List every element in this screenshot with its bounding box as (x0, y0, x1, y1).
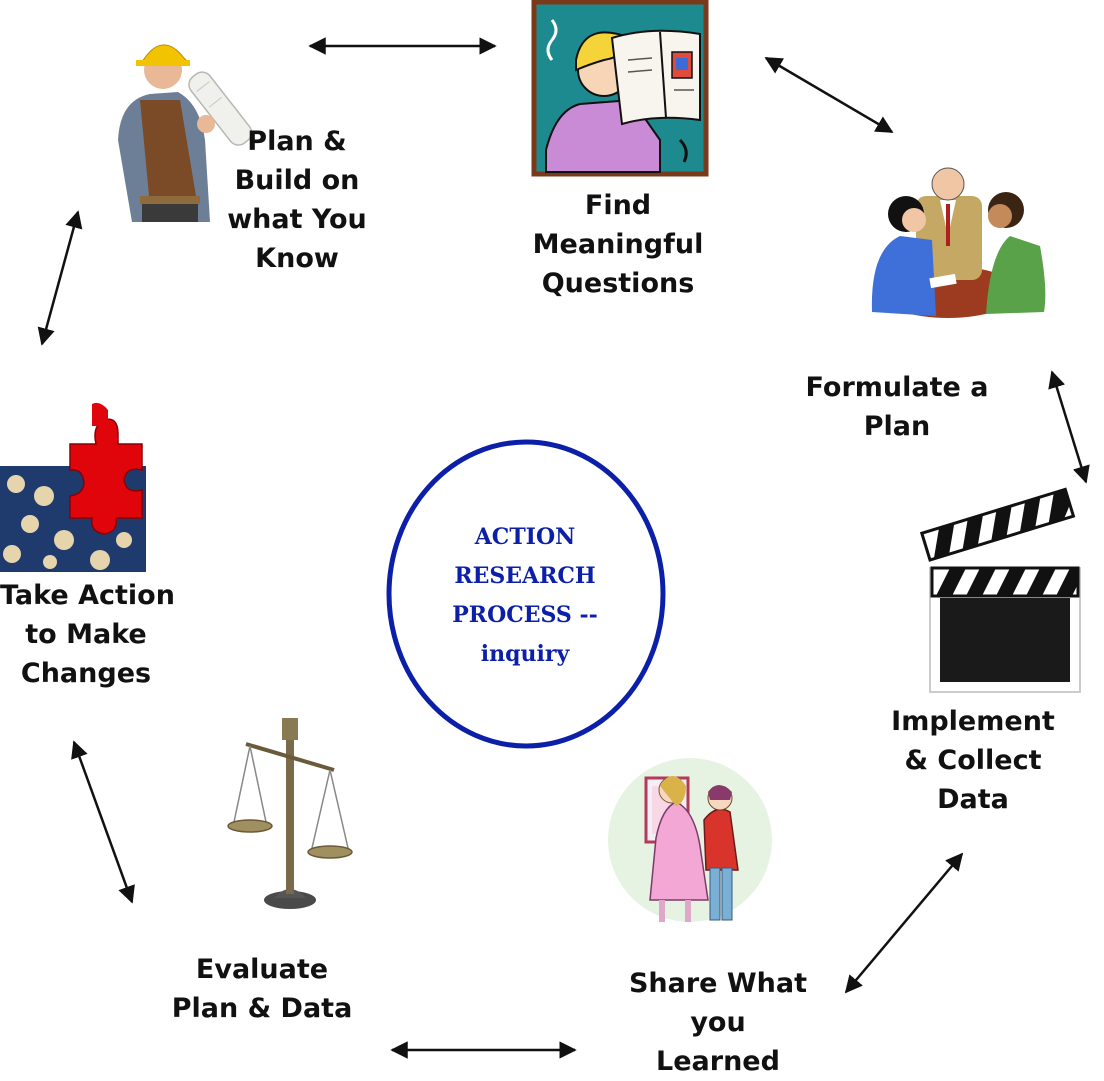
step-label-plan-build: Plan & Build on what You Know (227, 126, 367, 274)
arrow-find-to-formulate (764, 56, 894, 134)
arrow-take-action-to-plan (37, 210, 83, 346)
arrow-implement-to-share (844, 852, 964, 994)
reading-book-icon (531, 0, 709, 177)
step-label-formulate-plan: Formulate a Plan (805, 372, 989, 442)
construction-worker-icon (118, 44, 253, 222)
meeting-table-icon (871, 167, 1046, 318)
arrow-evaluate-to-take-action (71, 740, 135, 904)
center-circle (386, 439, 666, 749)
clapperboard-icon (919, 487, 1081, 693)
step-label-implement-collect: Implement & Collect Data (891, 706, 1055, 815)
step-label-take-action: Take Action to Make Changes (0, 580, 175, 689)
puzzle-piece-icon (0, 402, 146, 572)
connector-arrows (37, 37, 1090, 1059)
step-label-find-questions: Find Meaningful Questions (532, 190, 704, 299)
step-label-evaluate: Evaluate Plan & Data (171, 954, 353, 1024)
arrow-formulate-to-implement (1048, 370, 1090, 484)
center-title: ACTION RESEARCH PROCESS -- inquiry (452, 524, 598, 667)
balance-scale-icon (227, 718, 353, 909)
people-presenting-icon (608, 758, 772, 922)
step-label-share-learned: Share What you Learned (628, 968, 808, 1077)
